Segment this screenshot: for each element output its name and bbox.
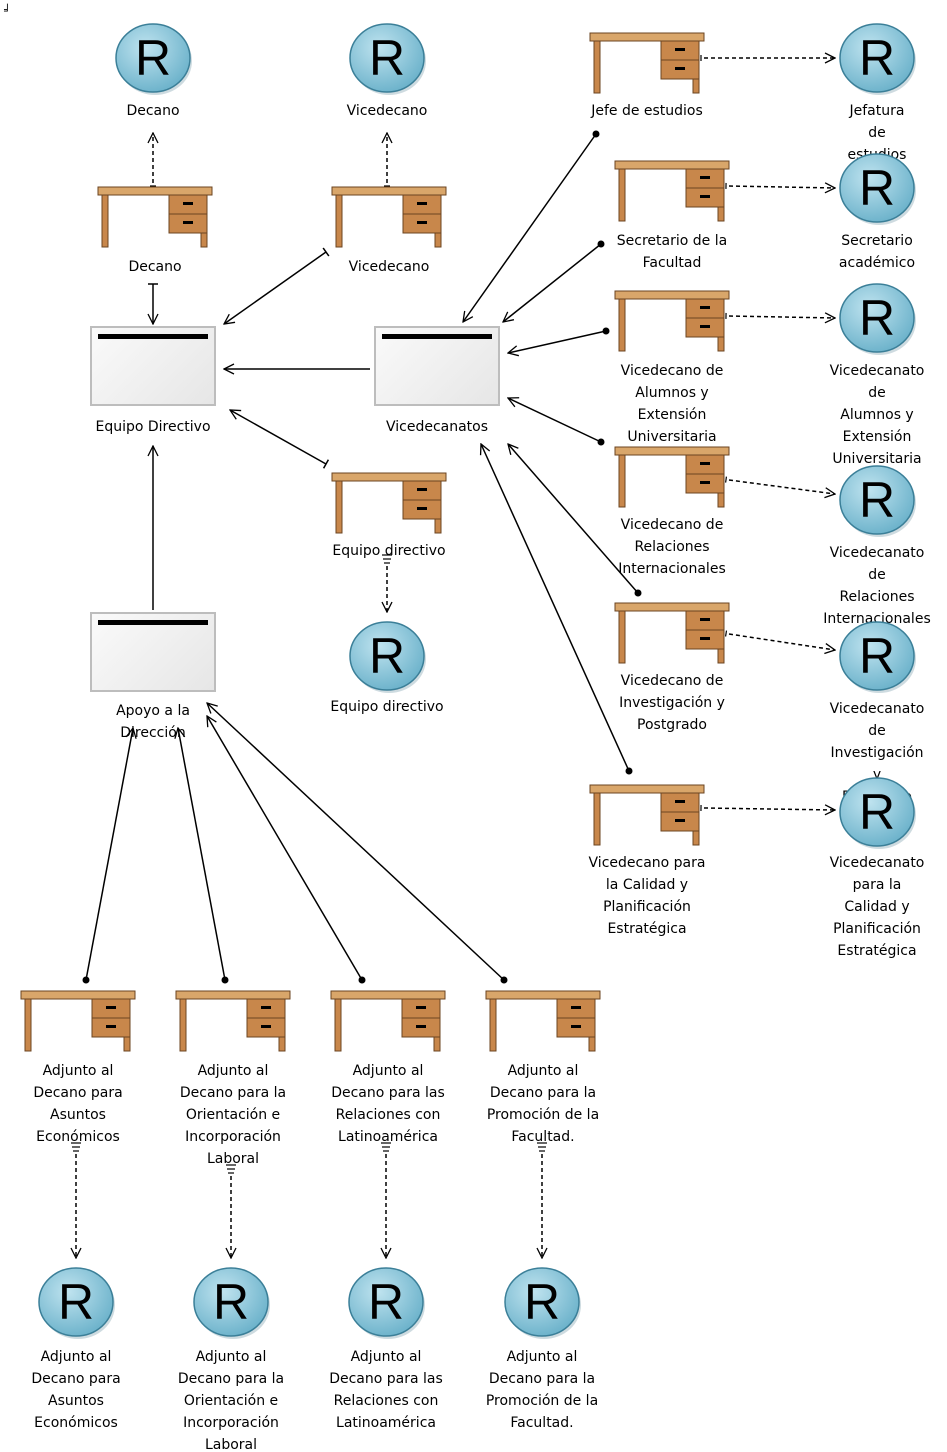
position-desk-icon[interactable] bbox=[331, 472, 447, 541]
link-vicedecano-equipo bbox=[224, 252, 326, 324]
role-icon[interactable]: R bbox=[113, 18, 193, 103]
link-calidad-vicedecanatos bbox=[481, 444, 629, 771]
position-desk-icon[interactable] bbox=[589, 784, 705, 853]
role-label: Adjunto al Decano para Asuntos Económico… bbox=[31, 1349, 121, 1431]
position-label: Equipo directivo bbox=[332, 543, 446, 559]
svg-text:R: R bbox=[859, 160, 895, 216]
svg-text:R: R bbox=[213, 1274, 249, 1330]
svg-text:R: R bbox=[369, 628, 405, 684]
svg-text:R: R bbox=[135, 30, 171, 86]
position-label: Adjunto al Decano para las Relaciones co… bbox=[331, 1063, 445, 1145]
role-label: Vicedecanato de Alumnos y Extensión Univ… bbox=[829, 363, 925, 467]
corner-mark: ╛ bbox=[4, 4, 11, 17]
position-label: Vicedecano bbox=[348, 259, 430, 275]
plays-calidad bbox=[704, 808, 835, 810]
svg-text:R: R bbox=[368, 1274, 404, 1330]
link-jefe-vicedecanatos bbox=[463, 134, 596, 322]
group-label: Apoyo a la Dirección bbox=[116, 703, 190, 741]
position-desk-icon[interactable] bbox=[589, 32, 705, 101]
role-icon[interactable]: R bbox=[346, 1262, 426, 1347]
role-label: Decano bbox=[126, 103, 180, 119]
position-desk-icon[interactable] bbox=[614, 290, 730, 359]
role-label: Adjunto al Decano para las Relaciones co… bbox=[329, 1349, 443, 1431]
svg-text:R: R bbox=[859, 290, 895, 346]
role-label: Adjunto al Decano para la Orientación e … bbox=[177, 1349, 285, 1452]
role-icon[interactable]: R bbox=[837, 772, 917, 857]
plays-alumnos bbox=[729, 316, 835, 318]
plays-secretario bbox=[729, 186, 835, 188]
role-icon[interactable]: R bbox=[837, 148, 917, 233]
position-label: Adjunto al Decano para Asuntos Económico… bbox=[33, 1063, 123, 1145]
link-latinoamerica-apoyo bbox=[207, 716, 362, 980]
position-desk-icon[interactable] bbox=[97, 186, 213, 255]
group-label: Vicedecanatos bbox=[385, 419, 489, 435]
position-label: Secretario de la Facultad bbox=[616, 233, 728, 271]
role-icon[interactable]: R bbox=[837, 18, 917, 103]
position-desk-icon[interactable] bbox=[614, 602, 730, 671]
role-label: Secretario académico bbox=[838, 233, 916, 271]
link-orientacion-apoyo bbox=[178, 728, 225, 980]
svg-text:R: R bbox=[524, 1274, 560, 1330]
role-icon[interactable]: R bbox=[36, 1262, 116, 1347]
role-label: Vicedecanato para la Calidad y Planifica… bbox=[829, 855, 925, 959]
plays-relaciones bbox=[729, 480, 835, 494]
position-label: Vicedecano de Alumnos y Extensión Univer… bbox=[620, 363, 724, 445]
position-desk-icon[interactable] bbox=[331, 186, 447, 255]
role-label: Vicedecano bbox=[346, 103, 428, 119]
position-desk-icon[interactable] bbox=[20, 990, 136, 1059]
position-label: Decano bbox=[128, 259, 182, 275]
link-promocion-apoyo bbox=[207, 703, 504, 980]
position-label: Adjunto al Decano para la Promoción de l… bbox=[486, 1063, 600, 1145]
position-label: Jefe de estudios bbox=[591, 103, 703, 119]
position-desk-icon[interactable] bbox=[485, 990, 601, 1059]
position-label: Vicedecano de Relaciones Internacionales bbox=[618, 517, 726, 577]
position-label: Vicedecano para la Calidad y Planificaci… bbox=[588, 855, 706, 937]
role-icon[interactable]: R bbox=[191, 1262, 271, 1347]
position-label: Adjunto al Decano para la Orientación e … bbox=[179, 1063, 287, 1167]
role-label: Vicedecanato de Relaciones Internacional… bbox=[823, 545, 931, 627]
role-icon[interactable]: R bbox=[837, 616, 917, 701]
group-label: Equipo Directivo bbox=[95, 419, 211, 435]
plays-investigacion bbox=[729, 634, 835, 650]
position-desk-icon[interactable] bbox=[614, 446, 730, 515]
role-icon[interactable]: R bbox=[837, 278, 917, 363]
svg-text:R: R bbox=[859, 472, 895, 528]
group-box[interactable] bbox=[90, 612, 216, 692]
position-label: Vicedecano de Investigación y Postgrado bbox=[619, 673, 725, 733]
position-desk-icon[interactable] bbox=[614, 160, 730, 229]
svg-text:R: R bbox=[859, 784, 895, 840]
group-box[interactable] bbox=[90, 326, 216, 406]
group-box[interactable] bbox=[374, 326, 500, 406]
role-label: Adjunto al Decano para la Promoción de l… bbox=[485, 1349, 599, 1431]
link-economicos-apoyo bbox=[86, 728, 133, 980]
position-desk-icon[interactable] bbox=[330, 990, 446, 1059]
role-label: Equipo directivo bbox=[330, 699, 444, 715]
position-desk-icon[interactable] bbox=[175, 990, 291, 1059]
link-secretario-vicedecanatos bbox=[503, 244, 601, 322]
role-icon[interactable]: R bbox=[347, 18, 427, 103]
role-icon[interactable]: R bbox=[347, 616, 427, 701]
svg-text:R: R bbox=[58, 1274, 94, 1330]
link-relaciones-vicedecanatos bbox=[508, 398, 601, 442]
link-equipo-pos-equipo bbox=[230, 410, 326, 464]
role-icon[interactable]: R bbox=[837, 460, 917, 545]
link-alumnos-vicedecanatos bbox=[508, 331, 606, 353]
svg-text:R: R bbox=[369, 30, 405, 86]
role-icon[interactable]: R bbox=[502, 1262, 582, 1347]
svg-text:R: R bbox=[859, 628, 895, 684]
svg-text:R: R bbox=[859, 30, 895, 86]
